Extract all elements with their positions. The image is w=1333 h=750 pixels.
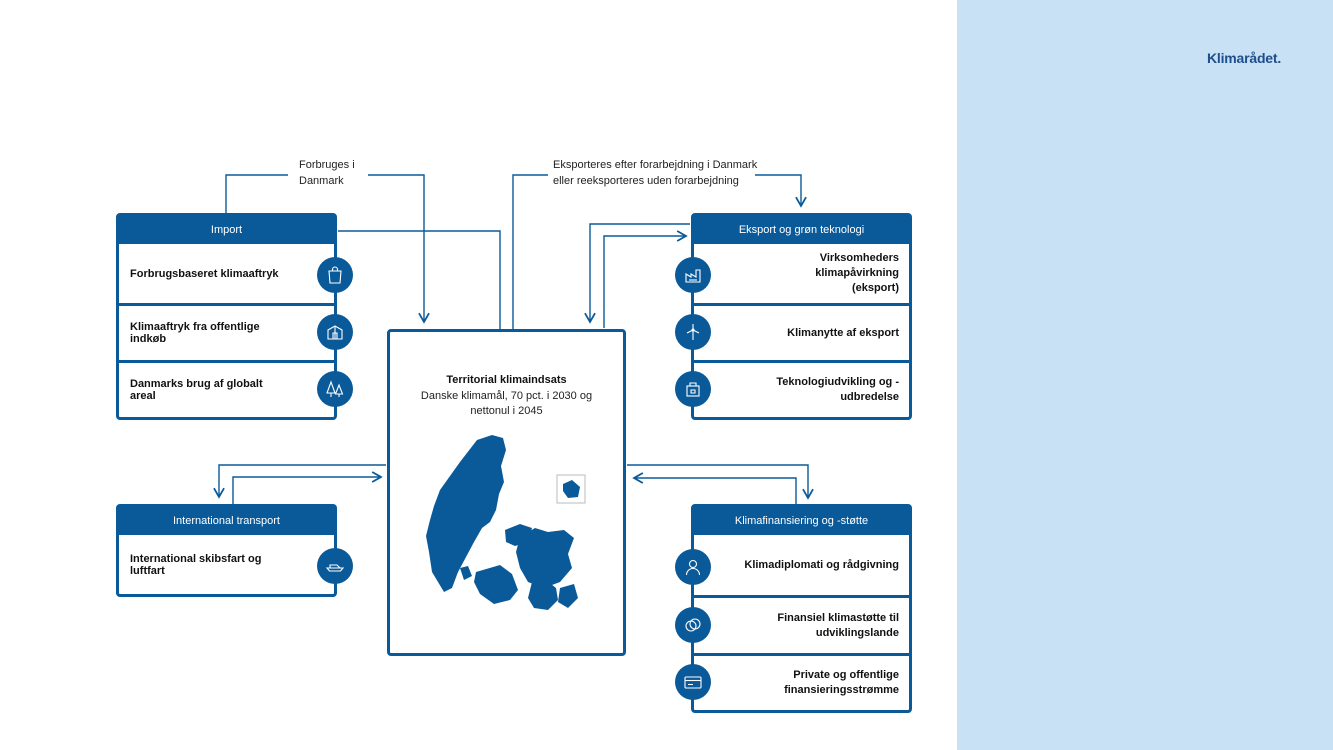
card-icon — [675, 664, 711, 700]
denmark-map — [426, 435, 586, 610]
territorial-title: Territorial klimaindsats — [446, 374, 567, 386]
finance-row-line: Klimadiplomati og rådgivning — [744, 558, 899, 571]
eksporteres-line-1: Eksporteres efter forarbejdning i Danmar… — [553, 159, 758, 171]
ship-icon — [317, 548, 353, 584]
export-row-line: (eksport) — [851, 282, 899, 294]
export-box: Eksport og grøn teknologi Virksomheders … — [691, 213, 912, 420]
export-row-text: Virksomheders klimapåvirkning (eksport) — [744, 251, 899, 296]
export-row-climate-benefit: Klimanytte af eksport — [694, 306, 909, 363]
import-row-global-land: Danmarks brug af globalt areal — [119, 363, 334, 417]
technology-icon — [675, 371, 711, 407]
import-box: Import Forbrugsbaseret klimaaftryk Klima… — [116, 213, 337, 420]
person-icon — [675, 549, 711, 585]
import-row-public-procurement: Klimaaftryk fra offentlige indkøb — [119, 306, 334, 363]
finance-row-line: udviklingslande — [815, 626, 899, 639]
export-title: Eksport og grøn teknologi — [694, 216, 909, 244]
trees-icon — [317, 371, 353, 407]
shopping-bag-icon — [317, 257, 353, 293]
transport-title: International transport — [119, 507, 334, 535]
finance-row-line: Private og offentlige — [793, 669, 899, 681]
finance-row-text: Private og offentlige finansieringsstrøm… — [784, 668, 899, 698]
export-row-line: Klimanytte af eksport — [787, 326, 899, 339]
factory-icon — [675, 257, 711, 293]
wind-turbine-icon — [675, 314, 711, 350]
import-row-consumption: Forbrugsbaseret klimaaftryk — [119, 244, 334, 306]
finance-row-line: Finansiel klimastøtte til — [777, 611, 899, 624]
territorial-box — [387, 329, 626, 656]
export-row-company-impact: Virksomheders klimapåvirkning (eksport) — [694, 244, 909, 306]
forbruges-line-2: Danmark — [299, 175, 344, 187]
export-row-line: Virksomheders klimapåvirkning — [815, 252, 899, 279]
forbruges-line-1: Forbruges i — [299, 159, 355, 171]
import-row-label: Forbrugsbaseret klimaaftryk — [130, 267, 279, 280]
side-panel — [957, 0, 1333, 750]
export-row-line: Teknologiudvikling og -udbredelse — [776, 376, 899, 403]
finance-row-financial-flows: Private og offentlige finansieringsstrøm… — [694, 656, 909, 710]
territorial-subtitle-line-1: Danske klimamål, 70 pct. i 2030 og — [420, 390, 593, 402]
forbruges-label: Forbruges i Danmark — [299, 157, 355, 189]
finance-title: Klimafinansiering og -støtte — [694, 507, 909, 535]
import-row-label: Klimaaftryk fra offentlige indkøb — [130, 321, 260, 345]
transport-row-label: International skibsfart og luftfart — [130, 552, 262, 577]
territorial-subtitle: Danske klimamål, 70 pct. i 2030 og netto… — [390, 389, 623, 419]
finance-box: Klimafinansiering og -støtte Klimadiplom… — [691, 504, 912, 713]
import-title: Import — [119, 216, 334, 244]
transport-row-shipping-aviation: International skibsfart og luftfart — [119, 535, 334, 594]
import-row-label: Danmarks brug af globalt areal — [130, 378, 263, 402]
finance-row-line: finansieringsstrømme — [784, 684, 899, 696]
eksporteres-label: Eksporteres efter forarbejdning i Danmar… — [553, 157, 757, 189]
transport-box: International transport International sk… — [116, 504, 337, 597]
export-row-technology: Teknologiudvikling og -udbredelse — [694, 363, 909, 417]
klimaraadet-logo: Klimarådet. — [1207, 50, 1282, 66]
finance-row-text: Finansiel klimastøtte til udviklingsland… — [777, 611, 899, 641]
building-icon — [317, 314, 353, 350]
territorial-subtitle-line-2: nettonul i 2045 — [470, 405, 543, 417]
finance-row-climate-support: Finansiel klimastøtte til udviklingsland… — [694, 598, 909, 656]
eksporteres-line-2: eller reeksporteres uden forarbejdning — [553, 175, 739, 187]
finance-row-diplomacy: Klimadiplomati og rådgivning — [694, 535, 909, 598]
overlapping-circles-icon — [675, 607, 711, 643]
